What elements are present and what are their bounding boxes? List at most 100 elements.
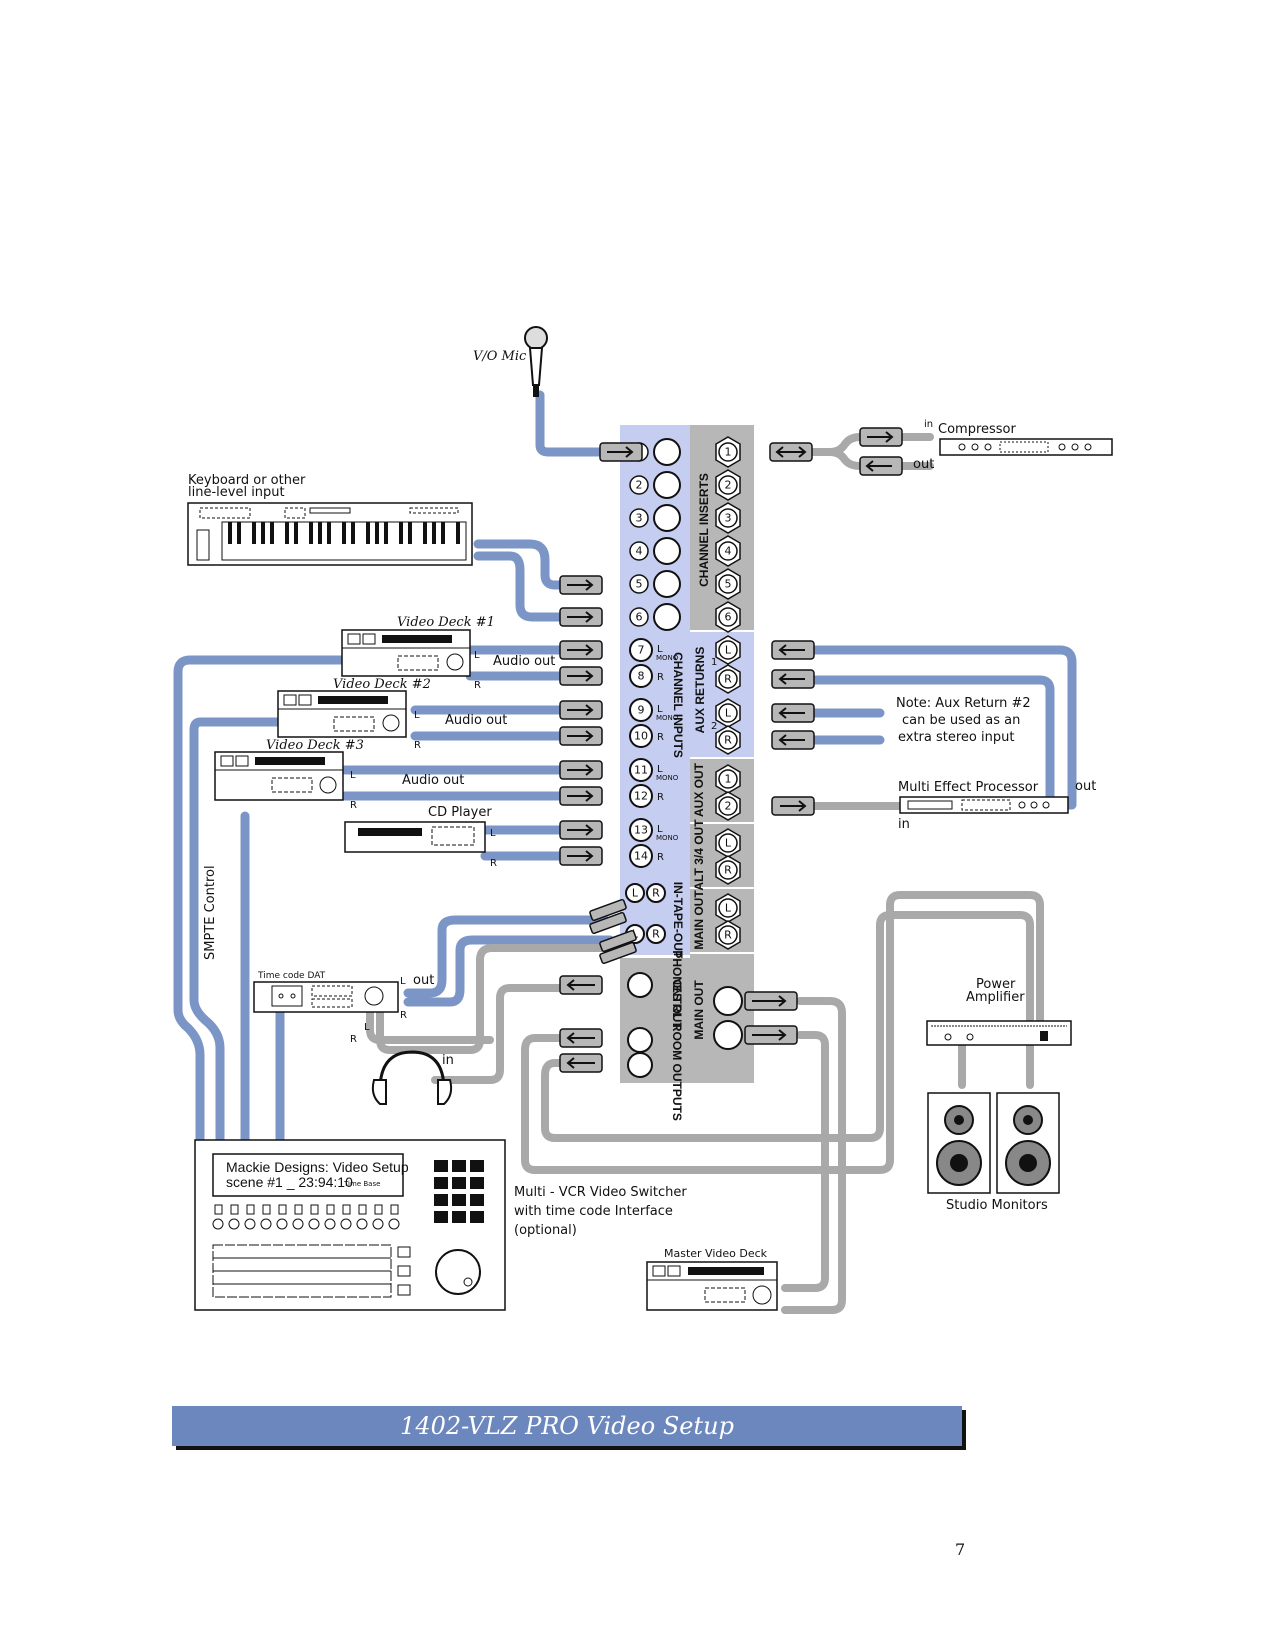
- video-deck-2-label: Video Deck #2: [333, 677, 431, 692]
- line-num: 13: [634, 824, 648, 837]
- alt-out-jack: L: [715, 828, 741, 858]
- aux-return-jack: L: [715, 635, 741, 665]
- plug: [859, 456, 903, 476]
- plug: [559, 1053, 603, 1073]
- jack-l: L: [725, 902, 732, 915]
- dat-l: L: [400, 976, 406, 987]
- plug: [559, 1028, 603, 1048]
- plug: [771, 669, 815, 689]
- insert-jack: 2: [715, 469, 741, 501]
- note-line-3: extra stereo input: [898, 730, 1014, 745]
- insert-num: 1: [725, 446, 732, 459]
- plug: [559, 700, 603, 720]
- cables-gray: [366, 433, 1044, 1314]
- video-switcher: [194, 1139, 506, 1311]
- insert-num: 3: [725, 512, 732, 525]
- cd-player-label: CD Player: [428, 805, 492, 820]
- keyboard-icon: [187, 502, 473, 566]
- jack-r: R: [657, 672, 664, 683]
- plugs: [559, 427, 903, 1073]
- studio-monitors-label: Studio Monitors: [946, 1198, 1048, 1213]
- jack-r: R: [657, 732, 664, 743]
- aux-return-num: 1: [711, 657, 717, 668]
- plug: [559, 975, 603, 995]
- multi-effect-processor: [899, 796, 1069, 814]
- page-title: 1402-VLZ PRO Video Setup: [400, 1412, 734, 1440]
- cd-r: R: [490, 858, 497, 869]
- phones-in-label: in: [442, 1053, 454, 1068]
- xlr-main-out: [713, 986, 743, 1016]
- video-deck-3: [214, 751, 344, 801]
- audio-out-2-label: Audio out: [445, 713, 507, 728]
- plug: [559, 726, 603, 746]
- alt-out-jack: R: [715, 855, 741, 885]
- label-alt-out: ALT 3/4 OUT: [692, 819, 706, 891]
- switcher-label-1: Multi - VCR Video Switcher: [514, 1185, 687, 1200]
- mic-num: 5: [636, 578, 643, 591]
- jack-r: R: [724, 864, 732, 877]
- main-out-jack: R: [715, 920, 741, 950]
- panel-labels: CHANNEL INSERTS CHANNEL INPUTS AUX RETUR…: [670, 473, 711, 1121]
- plug: [559, 640, 603, 660]
- insert-num: 6: [725, 611, 732, 624]
- insert-jack: 5: [715, 568, 741, 600]
- jack-l: L: [725, 837, 732, 850]
- switcher-label-2: with time code Interface: [514, 1204, 673, 1219]
- dat-r: R: [400, 1010, 407, 1021]
- screen-line-1: Mackie Designs: Video Setup: [226, 1159, 409, 1175]
- aux-return-jack: R: [715, 725, 741, 755]
- video-deck-1: [341, 629, 471, 677]
- deck2-l: L: [414, 710, 420, 721]
- audio-out-3-label: Audio out: [402, 773, 464, 788]
- cables-blue: [173, 390, 1077, 1160]
- plug: [859, 427, 903, 447]
- jack-l: L: [657, 824, 663, 835]
- plug: [559, 666, 603, 686]
- line-num: 11: [634, 764, 648, 777]
- aux-send-jack: 1: [715, 764, 741, 794]
- plug: [559, 760, 603, 780]
- jack-mono: MONO: [656, 714, 679, 722]
- mic-num: 4: [636, 545, 643, 558]
- insert-jack: 3: [715, 502, 741, 534]
- plug: [559, 846, 603, 866]
- plug: [559, 607, 603, 627]
- aux-return-jack: L: [715, 698, 741, 728]
- aux-send-num: 1: [725, 773, 732, 786]
- vo-mic-label: V/O Mic: [473, 349, 527, 364]
- plug: [599, 442, 643, 462]
- keyboard-label-2: line-level input: [188, 485, 285, 500]
- aux-return-jack: R: [715, 664, 741, 694]
- main-out-jack: L: [715, 893, 741, 923]
- aux-return-num: 2: [711, 721, 717, 732]
- insert-num: 2: [725, 479, 732, 492]
- xlr-jack: 2: [629, 471, 681, 499]
- mfx-in-label: in: [898, 817, 910, 832]
- plug: [769, 442, 813, 462]
- insert-jacks: 1 2 3 4 5 6: [715, 436, 741, 633]
- jack-r: R: [652, 928, 660, 941]
- deck3-r: R: [350, 800, 357, 811]
- plug: [559, 575, 603, 595]
- master-video-deck: [646, 1261, 778, 1311]
- aux-send-num: 2: [725, 800, 732, 813]
- plug: [744, 991, 798, 1011]
- line-num: 9: [638, 704, 645, 717]
- cd-player: [344, 821, 486, 853]
- smpte-label: SMPTE Control: [203, 865, 218, 960]
- plug: [771, 703, 815, 723]
- insert-jack: 1: [715, 436, 741, 468]
- keyboard-label-1: Keyboard or other: [188, 473, 306, 488]
- headphones-icon: [371, 1050, 453, 1105]
- page-number: 7: [955, 1540, 966, 1559]
- mic-num: 3: [636, 512, 643, 525]
- power-amp-label-1: Power: [976, 977, 1016, 992]
- plug: [559, 786, 603, 806]
